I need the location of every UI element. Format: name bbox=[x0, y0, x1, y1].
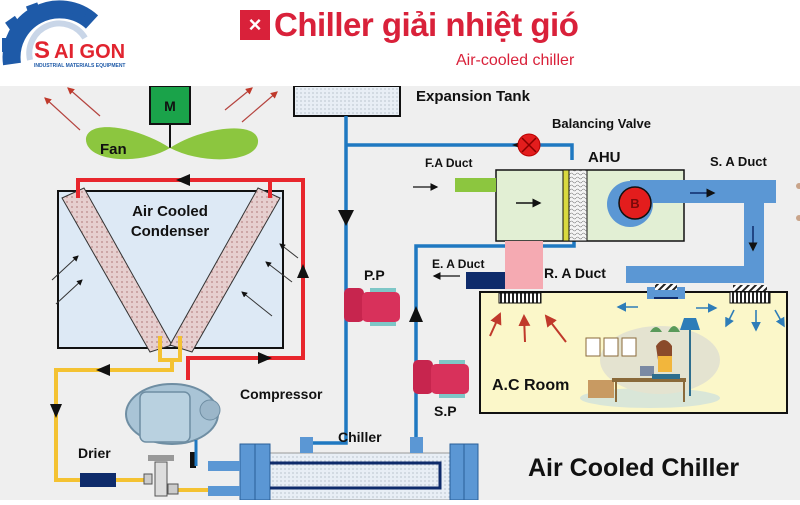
ra-duct-label: R. A Duct bbox=[544, 265, 606, 281]
close-square-icon: × bbox=[240, 10, 270, 40]
fan-label: Fan bbox=[100, 141, 127, 158]
compressor-icon bbox=[125, 383, 221, 466]
ea-duct-label: E. A Duct bbox=[432, 257, 484, 271]
logo-brand: AI GON bbox=[54, 41, 125, 63]
gear-icon bbox=[2, 0, 99, 66]
sa-duct-label: S. A Duct bbox=[710, 154, 767, 169]
secondary-pump-label: S.P bbox=[434, 403, 457, 419]
exhaust-air-duct bbox=[466, 272, 505, 289]
blower-icon bbox=[618, 186, 652, 220]
primary-pump-label: P.P bbox=[364, 267, 385, 283]
motor-icon bbox=[149, 85, 191, 125]
chilled-water-line bbox=[304, 116, 576, 452]
ac-room: A.C Room bbox=[479, 284, 788, 414]
hot-gas-line bbox=[76, 174, 309, 380]
chiller-label: Chiller bbox=[338, 429, 382, 445]
title-row: × Chiller giải nhiệt gió bbox=[240, 6, 579, 44]
logo-brand-first: S bbox=[34, 37, 50, 64]
condenser-label-1: Air Cooled bbox=[132, 203, 208, 220]
fa-duct bbox=[455, 178, 496, 192]
expansion-tank: Expansion Tank bbox=[293, 85, 531, 117]
supply-diffuser-icon bbox=[729, 291, 771, 304]
blower-label: B bbox=[630, 196, 639, 211]
primary-pump-icon bbox=[344, 288, 400, 326]
return-air-duct bbox=[505, 241, 543, 289]
header: S AI GON INDUSTRIAL MATERIALS EQUIPMENT … bbox=[0, 0, 800, 86]
page-title: Chiller giải nhiệt gió bbox=[274, 6, 579, 43]
compressor-label: Compressor bbox=[240, 386, 323, 402]
exhaust-air-arrows bbox=[44, 87, 278, 131]
fan-blade-right-icon bbox=[170, 128, 259, 160]
fan-blade-left-icon bbox=[85, 127, 170, 160]
motor-label: M bbox=[164, 98, 176, 114]
expansion-tank-label: Expansion Tank bbox=[416, 88, 531, 105]
expansion-valve-icon bbox=[143, 452, 196, 497]
fa-duct-label: F.A Duct bbox=[425, 156, 473, 170]
edge-artifact-icon bbox=[796, 183, 800, 221]
page-subtitle: Air-cooled chiller bbox=[456, 52, 575, 69]
diagram-svg: M Fan Air Cooled Condenser bbox=[44, 85, 800, 501]
logo-tagline: INDUSTRIAL MATERIALS EQUIPMENT bbox=[34, 63, 125, 69]
liquid-line bbox=[50, 336, 210, 492]
drier-label: Drier bbox=[78, 445, 111, 461]
air-cooled-condenser: Air Cooled Condenser bbox=[51, 187, 299, 353]
condenser-label-2: Condenser bbox=[131, 223, 210, 240]
supply-air-duct: B S. A Duct bbox=[607, 154, 776, 283]
office-worker-illustration-icon bbox=[580, 318, 720, 408]
balancing-valve-label: Balancing Valve bbox=[552, 116, 651, 131]
diagram-caption: Air Cooled Chiller bbox=[528, 454, 739, 482]
fan-motor: M Fan bbox=[85, 85, 259, 160]
return-grille-icon bbox=[498, 292, 542, 304]
chiller-evaporator bbox=[208, 437, 479, 501]
ahu-label: AHU bbox=[588, 149, 621, 166]
room-label: A.C Room bbox=[492, 377, 569, 394]
chiller-diagram: M Fan Air Cooled Condenser bbox=[0, 85, 800, 501]
balancing-valve-icon bbox=[517, 133, 541, 157]
drier-icon bbox=[80, 473, 116, 487]
secondary-pump-icon bbox=[413, 360, 469, 398]
saigon-logo: S AI GON INDUSTRIAL MATERIALS EQUIPMENT bbox=[2, 0, 125, 69]
